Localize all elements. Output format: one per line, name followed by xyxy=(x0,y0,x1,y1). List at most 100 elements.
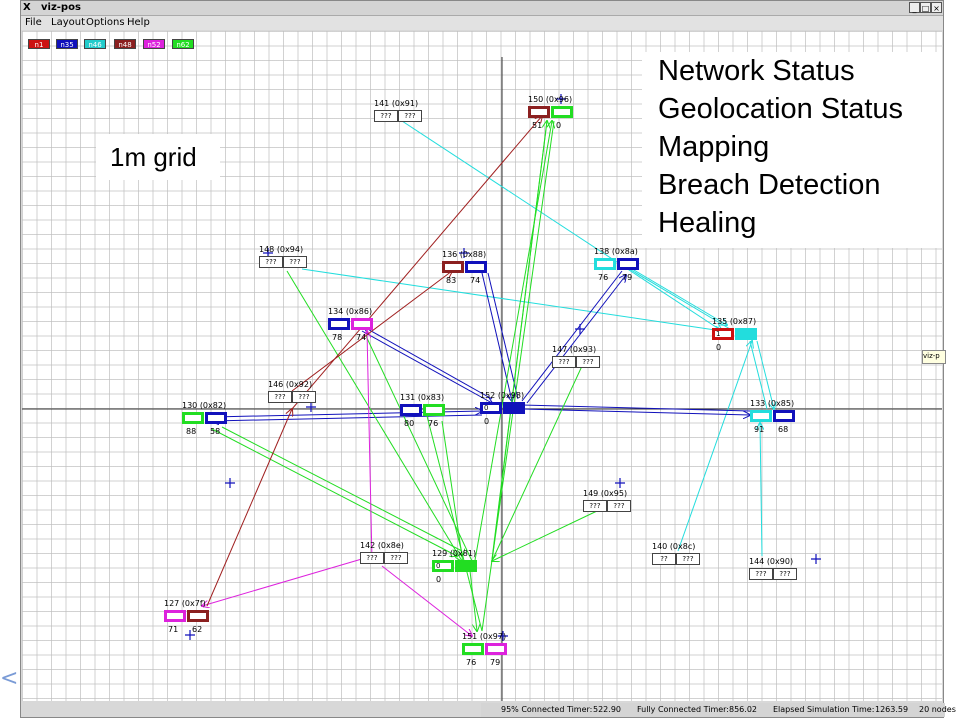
legend-n46[interactable]: n46 xyxy=(84,39,106,49)
node-box xyxy=(773,410,795,422)
node-box xyxy=(455,560,477,572)
node-box xyxy=(617,258,639,270)
node-box: 0 xyxy=(480,402,502,414)
link-130-129b xyxy=(221,426,463,552)
elapsed-label: Elapsed Simulation Time: xyxy=(773,705,875,714)
link-131-151 xyxy=(426,415,483,632)
link-133-152 xyxy=(521,404,751,412)
node-box xyxy=(528,106,550,118)
link-140-135 xyxy=(677,341,752,552)
link-134-129 xyxy=(365,335,473,562)
chevron-left-icon[interactable]: < xyxy=(0,666,19,691)
node-box xyxy=(465,261,487,273)
node-unknown: ??? xyxy=(773,568,797,580)
node-box xyxy=(328,318,350,330)
node-count: 20 nodes xyxy=(919,705,956,714)
close-icon[interactable]: × xyxy=(931,2,942,13)
link-142-127 xyxy=(202,555,373,606)
link-151-150 xyxy=(481,120,555,632)
node-box xyxy=(351,318,373,330)
grid-scale-note: 1m grid xyxy=(96,134,220,180)
node-box xyxy=(462,643,484,655)
node-unknown: ??? xyxy=(283,256,307,268)
node-unknown: ??? xyxy=(292,391,316,403)
link-135-133b xyxy=(756,340,774,409)
feature-geolocation-status: Geolocation Status xyxy=(658,93,904,125)
node-box xyxy=(187,610,209,622)
link-141-135 xyxy=(401,120,722,331)
x-logo-icon: X xyxy=(23,2,31,13)
link-152-133 xyxy=(521,408,750,415)
link-134-152 xyxy=(361,330,492,403)
node-unknown: ??? xyxy=(398,110,422,122)
tooltip: viz-p xyxy=(922,350,946,364)
fully-connected-label: Fully Connected Timer: xyxy=(637,705,729,714)
link-136-152 xyxy=(481,272,512,401)
feature-network-status: Network Status xyxy=(658,55,855,87)
link-136-152b xyxy=(487,272,519,400)
maximize-icon[interactable]: □ xyxy=(920,2,931,13)
node-box xyxy=(594,258,616,270)
menu-help[interactable]: Help xyxy=(127,17,150,28)
pct-connected-label: 95% Connected Timer: xyxy=(501,705,593,714)
node-box xyxy=(400,404,422,416)
node-box xyxy=(164,610,186,622)
menu-file[interactable]: File xyxy=(25,17,42,28)
feature-list: Network Status Geolocation Status Mappin… xyxy=(642,52,942,248)
node-unknown: ??? xyxy=(374,110,398,122)
node-unknown: ??? xyxy=(576,356,600,368)
fully-connected-value: 856.02 xyxy=(729,705,757,714)
elapsed-value: 1263.59 xyxy=(875,705,909,714)
link-129-151 xyxy=(469,570,477,631)
status-bar: 95% Connected Timer: 522.90 Fully Connec… xyxy=(481,703,956,717)
network-links xyxy=(22,57,942,701)
node-box xyxy=(182,412,204,424)
node-unknown: ??? xyxy=(552,356,576,368)
legend-n48[interactable]: n48 xyxy=(114,39,136,49)
legend-n35[interactable]: n35 xyxy=(56,39,78,49)
link-129-150b xyxy=(473,121,552,567)
link-130-129 xyxy=(211,428,457,556)
node-unknown: ?? xyxy=(652,553,676,565)
link-149-129 xyxy=(492,510,598,561)
link-142-151 xyxy=(381,565,472,636)
title-bar: X viz-pos _ □ × xyxy=(21,1,943,16)
node-unknown: ??? xyxy=(360,552,384,564)
feature-breach-detection: Breach Detection xyxy=(658,169,881,201)
link-138-152 xyxy=(521,270,623,402)
link-152-130 xyxy=(212,414,483,421)
node-box xyxy=(423,404,445,416)
node-unknown: ??? xyxy=(259,256,283,268)
link-138-135 xyxy=(621,262,727,325)
node-box xyxy=(551,106,573,118)
link-146-150 xyxy=(291,116,542,410)
link-152-134 xyxy=(364,327,493,400)
node-box xyxy=(442,261,464,273)
legend-n52[interactable]: n52 xyxy=(143,39,165,49)
node-box xyxy=(485,643,507,655)
minimize-icon[interactable]: _ xyxy=(909,2,920,13)
feature-healing: Healing xyxy=(658,207,757,239)
legend-n1[interactable]: n1 xyxy=(28,39,50,49)
node-unknown: ??? xyxy=(384,552,408,564)
link-135-133 xyxy=(749,340,768,410)
node-box: 0 xyxy=(432,560,454,572)
node-unknown: ??? xyxy=(749,568,773,580)
node-unknown: ??? xyxy=(583,500,607,512)
menu-bar: File Layout Options Help xyxy=(21,16,943,30)
node-unknown: ??? xyxy=(676,553,700,565)
node-box xyxy=(205,412,227,424)
link-147-129 xyxy=(491,365,583,562)
node-unknown: ??? xyxy=(607,500,631,512)
link-131-129 xyxy=(441,420,462,556)
link-146-136 xyxy=(291,271,452,392)
menu-layout[interactable]: Layout xyxy=(51,17,85,28)
link-144-133 xyxy=(760,423,762,557)
menu-options[interactable]: Options xyxy=(86,17,125,28)
legend-n62[interactable]: n62 xyxy=(172,39,194,49)
link-148-129 xyxy=(286,270,462,561)
feature-mapping: Mapping xyxy=(658,131,770,163)
link-150-129 xyxy=(491,120,548,562)
link-127-146 xyxy=(206,409,292,607)
node-box xyxy=(735,328,757,340)
